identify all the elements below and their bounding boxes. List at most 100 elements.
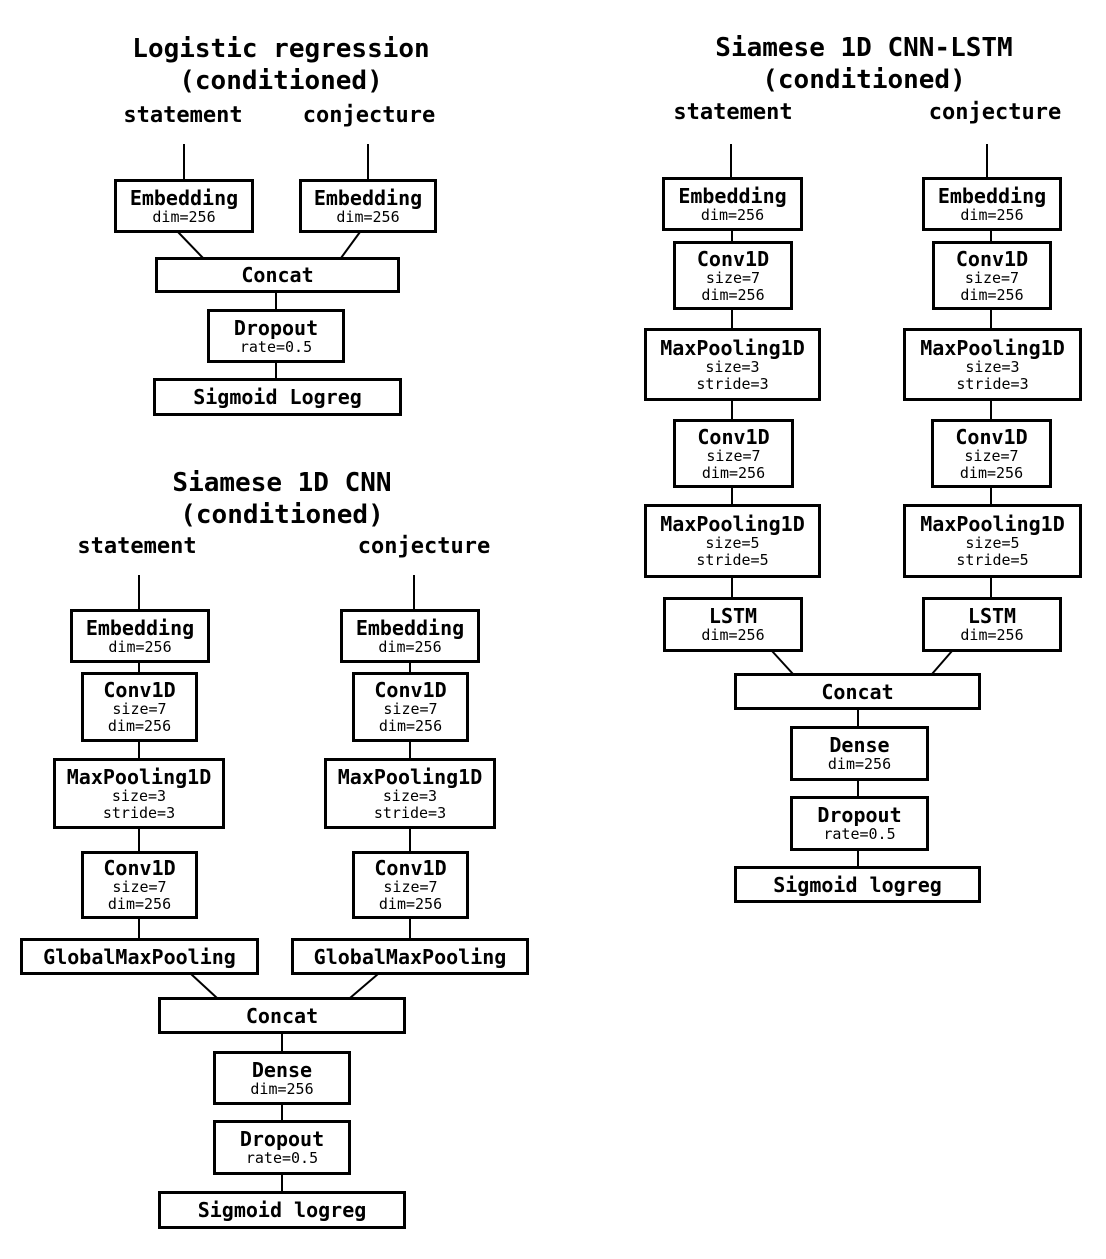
d2-conv1d-1-right-box: Conv1D size=7 dim=256: [352, 672, 469, 742]
d2-embedding-left-box: Embedding dim=256: [70, 609, 210, 663]
d2-conv1d-1-left-box: Conv1D size=7 dim=256: [81, 672, 198, 742]
layer-param: dim=256: [378, 637, 442, 656]
d2-conv1d-2-right-box: Conv1D size=7 dim=256: [352, 851, 469, 919]
d2-conv1d-2-left-box: Conv1D size=7 dim=256: [81, 851, 198, 919]
layer-name: Dense: [829, 733, 890, 757]
d2-maxpooling1d-left-box: MaxPooling1D size=3 stride=3: [53, 758, 225, 829]
d3-lstm-right-box: LSTM dim=256: [922, 597, 1062, 652]
layer-param: dim=256: [152, 207, 216, 226]
layer-param: stride=3: [696, 374, 769, 393]
layer-name: Conv1D: [955, 424, 1028, 449]
layer-param: stride=3: [956, 374, 1029, 393]
layer-name: MaxPooling1D: [920, 512, 1065, 536]
layer-name: GlobalMaxPooling: [43, 944, 236, 969]
d3-maxpooling1d-2-left-box: MaxPooling1D size=5 stride=5: [644, 504, 821, 578]
d3-conv1d-2-left-box: Conv1D size=7 dim=256: [673, 419, 794, 488]
layer-param: rate=0.5: [245, 1149, 319, 1167]
layer-name: Concat: [245, 1003, 319, 1028]
layer-param: dim=256: [108, 637, 172, 656]
d3-subtitle: (conditioned): [762, 65, 966, 95]
layer-name: Conv1D: [955, 246, 1029, 271]
layer-param: dim=256: [960, 285, 1024, 304]
d2-concat-box: Concat: [158, 997, 406, 1034]
layer-param: dim=256: [107, 717, 172, 735]
layer-param: dim=256: [378, 895, 443, 913]
layer-name: Sigmoid logreg: [197, 1198, 367, 1222]
connector-line: [349, 973, 379, 999]
d2-dropout-box: Dropout rate=0.5: [213, 1120, 351, 1175]
layer-param: dim=256: [960, 205, 1024, 224]
layer-name: Dense: [251, 1057, 313, 1082]
layer-name: GlobalMaxPooling: [313, 944, 507, 969]
d1-embedding-right-box: Embedding dim=256: [299, 179, 437, 233]
layer-param: size=7: [112, 700, 167, 718]
layer-param: stride=5: [956, 551, 1029, 569]
d2-title-block: Siamese 1D CNN (conditioned): [172, 467, 391, 531]
layer-name: Conv1D: [374, 856, 447, 880]
layer-name: Dropout: [239, 1127, 325, 1151]
d1-input-label-conjecture: conjecture: [302, 103, 436, 128]
d1-dropout-box: Dropout rate=0.5: [207, 309, 345, 363]
d3-lstm-left-box: LSTM dim=256: [663, 597, 803, 652]
layer-param: size=3: [705, 357, 760, 376]
d3-embedding-right-box: Embedding dim=256: [922, 177, 1062, 231]
layer-param: dim=256: [827, 755, 892, 773]
layer-param: dim=256: [701, 626, 765, 644]
d2-output-box: Sigmoid logreg: [158, 1191, 406, 1229]
layer-name: Embedding: [355, 615, 465, 640]
d2-input-label-conjecture: conjecture: [357, 534, 491, 559]
layer-param: size=7: [383, 878, 438, 896]
layer-name: Conv1D: [697, 424, 770, 449]
d3-dropout-box: Dropout rate=0.5: [790, 796, 929, 851]
layer-name: Embedding: [313, 185, 423, 210]
layer-param: rate=0.5: [823, 825, 896, 843]
layer-name: Dropout: [817, 803, 902, 827]
layer-param: size=7: [383, 700, 438, 718]
layer-name: Dropout: [233, 315, 319, 340]
d2-title: Siamese 1D CNN: [172, 468, 392, 498]
d1-title-block: Logistic regression (conditioned): [132, 33, 429, 97]
layer-param: dim=256: [960, 626, 1024, 644]
d3-concat-box: Concat: [734, 673, 981, 710]
layer-name: MaxPooling1D: [66, 764, 212, 789]
layer-param: dim=256: [336, 207, 400, 226]
d3-maxpooling1d-2-right-box: MaxPooling1D size=5 stride=5: [903, 504, 1082, 578]
layer-param: stride=3: [373, 803, 447, 822]
layer-name: Sigmoid Logreg: [193, 385, 362, 409]
layer-name: Embedding: [85, 615, 195, 640]
layer-param: size=7: [964, 446, 1019, 465]
layer-name: Concat: [241, 263, 314, 287]
layer-param: rate=0.5: [239, 337, 313, 356]
layer-name: Embedding: [129, 185, 239, 210]
connector-line: [177, 231, 204, 259]
layer-name: LSTM: [708, 604, 758, 628]
layer-param: size=3: [111, 786, 167, 805]
d3-maxpooling1d-1-left-box: MaxPooling1D size=3 stride=3: [644, 328, 821, 401]
d3-title-block: Siamese 1D CNN-LSTM (conditioned): [715, 32, 1012, 96]
layer-param: size=7: [112, 878, 167, 896]
d2-globalmaxpooling-right-box: GlobalMaxPooling: [291, 938, 529, 975]
d3-conv1d-1-left-box: Conv1D size=7 dim=256: [673, 241, 793, 310]
d2-globalmaxpooling-left-box: GlobalMaxPooling: [20, 938, 259, 975]
d3-conv1d-2-right-box: Conv1D size=7 dim=256: [931, 419, 1052, 488]
connector-line: [771, 650, 794, 675]
d3-embedding-left-box: Embedding dim=256: [662, 177, 803, 231]
d2-embedding-right-box: Embedding dim=256: [340, 609, 480, 663]
layer-name: Embedding: [937, 183, 1047, 208]
layer-name: MaxPooling1D: [660, 335, 805, 360]
d2-maxpooling1d-right-box: MaxPooling1D size=3 stride=3: [324, 758, 496, 829]
layer-name: Conv1D: [374, 678, 447, 702]
layer-name: Conv1D: [103, 856, 176, 880]
d3-dense-box: Dense dim=256: [790, 726, 929, 781]
layer-param: size=7: [964, 268, 1020, 287]
layer-name: MaxPooling1D: [660, 512, 805, 536]
d3-output-box: Sigmoid logreg: [734, 866, 981, 903]
layer-param: size=7: [706, 446, 761, 465]
layer-name: MaxPooling1D: [920, 335, 1065, 360]
d3-maxpooling1d-1-right-box: MaxPooling1D size=3 stride=3: [903, 328, 1082, 401]
d3-input-label-statement: statement: [673, 100, 793, 125]
connector-line: [931, 650, 953, 675]
d2-dense-box: Dense dim=256: [213, 1051, 351, 1105]
